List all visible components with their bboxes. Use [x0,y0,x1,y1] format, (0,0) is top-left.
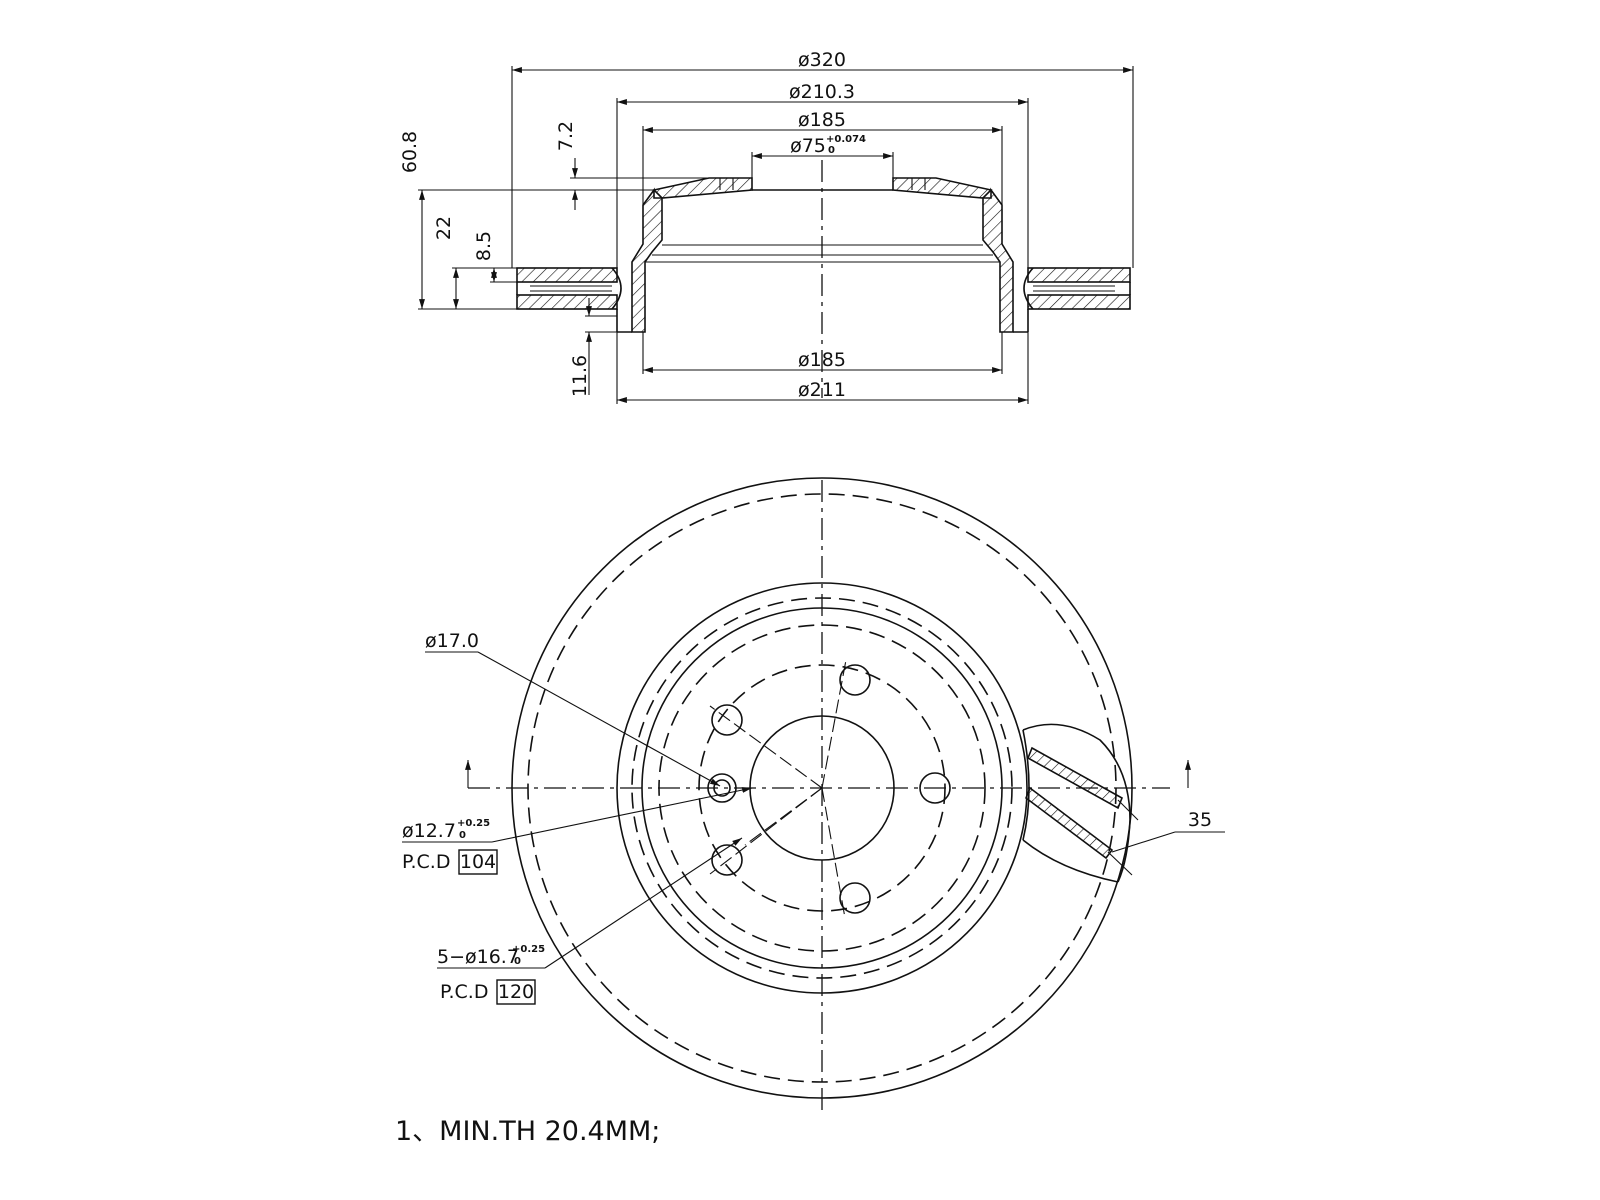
small-hole-label: ø17.0 [425,630,479,652]
dim-h11-6-label: 11.6 [569,355,591,397]
dim-h22-label: 22 [433,216,455,240]
dim-d211: ø211 [616,332,1029,404]
locator-hole-inner [713,779,731,797]
dim-d75-tol-lower: 0 [828,145,835,156]
dim-h8-5: 8.5 [473,231,517,283]
pcd-outer-value: 120 [498,981,534,1003]
dim-h7-2: 7.2 [555,121,709,210]
bolt-hole [711,704,743,736]
dim-d185-top-label: ø185 [798,109,846,131]
hat-inner-dashed [658,624,986,952]
center-hole-label: ø12.7 [402,820,456,842]
bolt-hole [919,772,951,804]
plan-view: 35 ø17.0 ø12.7 +0.25 0 P.C.D 104 5−ø16.7… [402,477,1225,1115]
leader-small-hole: ø17.0 [425,630,721,787]
rotor-outer-dashed [527,493,1117,1083]
section-rotor-right [1023,267,1131,310]
dim-h8-5-label: 8.5 [473,231,495,261]
note-min-thickness: 1、MIN.TH 20.4MM; [395,1116,660,1147]
pcd-inner-value: 104 [460,851,496,873]
center-hole-tol-upper: +0.25 [457,818,490,829]
locator-hole-outer [707,773,737,803]
bolt-hole [711,844,743,876]
dim-d185-bottom-label: ø185 [798,349,846,371]
bolt-hole [839,664,871,696]
dim-d211-label: ø211 [798,379,846,401]
dim-vane-angle: 35 [1111,809,1225,853]
bolt-holes-tol-upper: +0.25 [512,944,545,955]
section-view: ø320 ø210.3 ø185 ø75 +0.074 0 ø185 [399,49,1134,404]
pcd-circle [698,664,946,912]
dim-h60-8: 60.8 [399,131,654,310]
dim-d320: ø320 [511,49,1134,268]
center-hole-tol-lower: 0 [459,830,466,841]
bolt-hole [839,882,871,914]
dim-h60-8-label: 60.8 [399,131,421,173]
hat-outer-edge [616,582,1028,994]
vane-angle-label: 35 [1188,809,1212,831]
bolt-holes-label: 5−ø16.7 [437,946,519,968]
bolt-holes [707,664,951,914]
pcd-outer-label: P.C.D [440,981,488,1003]
leader-center-hole: ø12.7 +0.25 0 P.C.D 104 [402,787,753,875]
dim-h7-2-label: 7.2 [555,121,577,151]
hat-dashed [631,597,1013,979]
vane-cutaway [1022,723,1139,883]
hat-inner-edge [641,607,1003,969]
pcd-inner-label: P.C.D [402,851,450,873]
dim-d320-label: ø320 [798,49,846,71]
section-rotor-left [516,267,622,310]
bolt-holes-tol-lower: 0 [514,956,521,967]
dim-d75-tol-upper: +0.074 [826,134,866,145]
radial-lines [709,659,847,919]
dim-h22: 22 [433,216,517,309]
dim-d210-3: ø210.3 [616,81,1029,268]
rotor-outer-edge [511,477,1133,1099]
dim-d75: ø75 +0.074 0 [751,134,894,178]
dim-d210-3-label: ø210.3 [789,81,855,103]
dim-d75-label: ø75 [790,135,826,157]
dim-d185-bottom: ø185 [642,332,1003,374]
dim-h11-6: 11.6 [569,298,632,397]
dim-d185-top: ø185 [642,109,1003,205]
leader-bolt-holes: 5−ø16.7 +0.25 0 P.C.D 120 [437,837,743,1005]
